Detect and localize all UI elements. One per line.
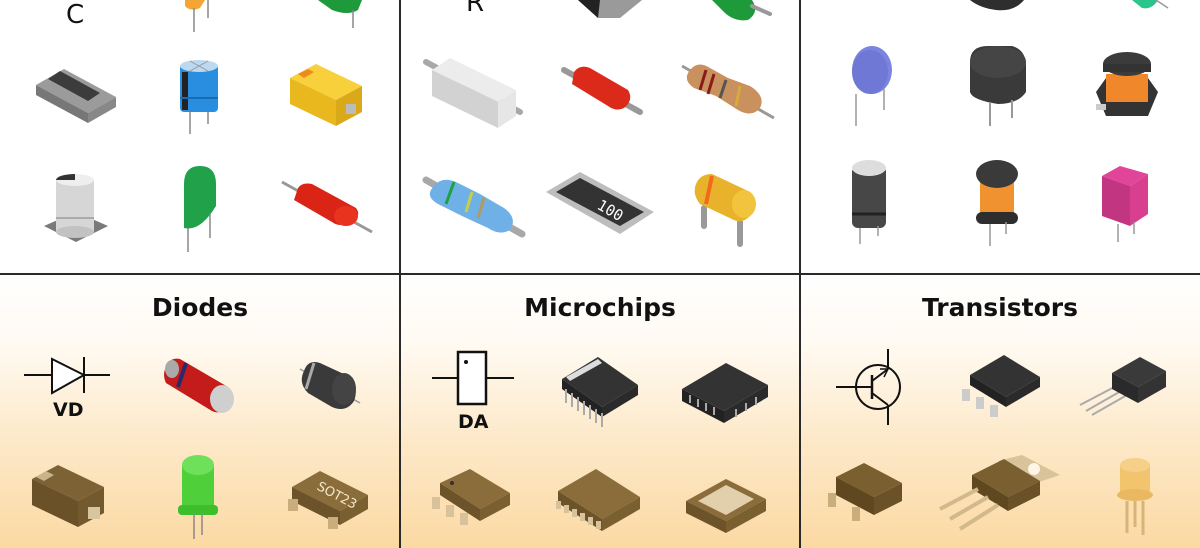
dip-ic-icon xyxy=(558,355,644,429)
transistors-panel: Transistors xyxy=(800,275,1200,548)
green-led-icon xyxy=(178,455,220,541)
radial-inductor-icon xyxy=(968,44,1028,128)
to18-metal-can-transistor-icon xyxy=(1116,457,1154,537)
microchips-title: Microchips xyxy=(524,293,676,322)
sot89-transistor-icon xyxy=(826,461,906,527)
green-inductor-icon xyxy=(1128,0,1170,12)
sot23-diode-icon: SOT23 xyxy=(288,465,372,531)
smd-electrolytic-capacitor-icon xyxy=(44,172,108,244)
cylindrical-resistor-icon xyxy=(692,172,760,247)
transistors-title: Transistors xyxy=(922,293,1078,322)
resistor-symbol-label: R xyxy=(466,0,485,18)
blue-resistor-icon xyxy=(422,176,528,240)
soic-ic-icon xyxy=(554,467,644,535)
to92-transistor-icon xyxy=(1078,353,1168,416)
microchip-symbol-label: DA xyxy=(458,411,489,433)
to220-transistor-icon xyxy=(938,455,1060,533)
wirewound-resistor-icon xyxy=(423,54,523,130)
axial-rectifier-diode-icon xyxy=(298,359,362,415)
toroidal-inductor-icon xyxy=(974,158,1020,248)
smd-inductor-icon xyxy=(970,0,1024,12)
microchips-panel: Microchips DA xyxy=(400,275,800,548)
pink-relay-icon xyxy=(1100,164,1150,244)
carbon-resistor-icon xyxy=(680,62,776,120)
microchip-schematic-symbol-icon xyxy=(432,350,516,406)
diode-schematic-symbol-icon xyxy=(22,353,114,397)
smd-tantalum-diode-icon xyxy=(30,463,106,531)
plcc-ic-icon xyxy=(684,471,768,535)
electrolytic-capacitor-icon xyxy=(178,58,222,134)
green-film-capacitor-icon xyxy=(182,166,218,252)
axial-capacitor-icon xyxy=(280,178,374,238)
green-resistor-icon xyxy=(712,0,772,22)
tantalum-capacitor-icon xyxy=(290,64,362,130)
film-capacitor-icon xyxy=(310,0,370,30)
diodes-panel: Diodes VD SOT23 xyxy=(0,275,400,548)
cylindrical-capacitor-icon xyxy=(850,160,890,246)
inductors-panel xyxy=(800,0,1200,273)
red-resistor-icon xyxy=(561,62,643,118)
resistor-network-icon: 100 xyxy=(546,172,656,238)
ceramic-capacitor-icon xyxy=(180,0,220,35)
power-inductor-icon xyxy=(1094,50,1160,122)
transistor-schematic-symbol-icon xyxy=(834,347,901,427)
resistors-panel: R 100 xyxy=(400,0,800,273)
capacitor-symbol-label: C xyxy=(66,0,85,30)
smd-capacitor-icon xyxy=(36,67,118,125)
mini-melf-diode-icon xyxy=(162,355,236,419)
sot-ic-icon xyxy=(430,467,514,531)
smd-resistor-icon xyxy=(578,0,642,20)
diode-symbol-label: VD xyxy=(53,399,84,421)
capacitors-panel: C xyxy=(0,0,400,273)
qfn-ic-icon xyxy=(680,359,770,425)
dpak-transistor-icon xyxy=(960,353,1042,419)
varistor-icon xyxy=(848,44,894,126)
diodes-title: Diodes xyxy=(151,293,249,322)
grid-divider-horizontal xyxy=(0,273,1200,275)
